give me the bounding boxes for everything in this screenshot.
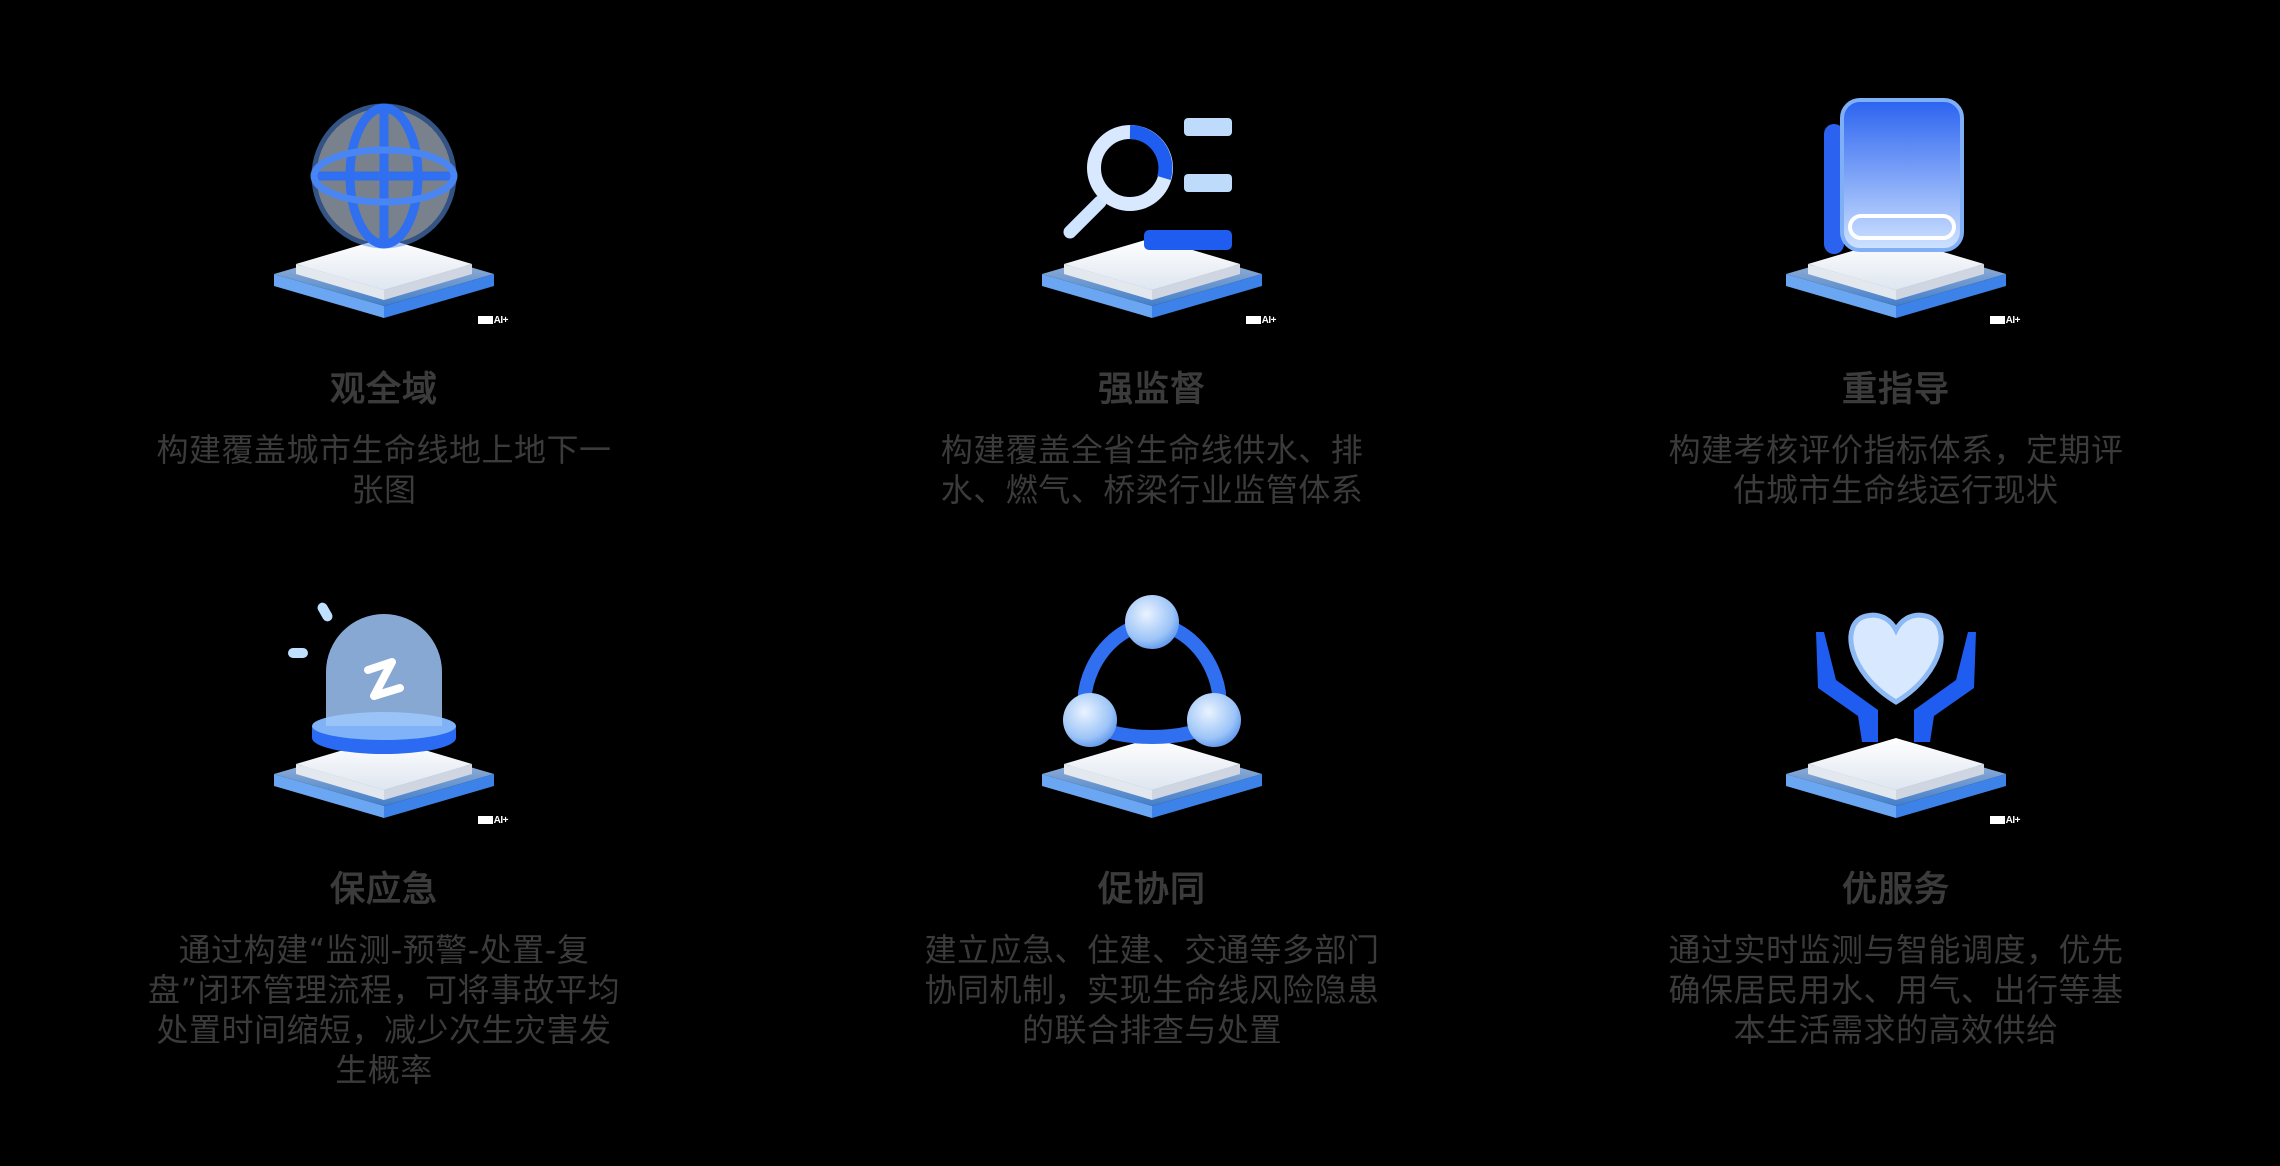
document-book-icon: AI+ xyxy=(1766,92,2026,332)
card-description: 通过实时监测与智能调度，优先确保居民用水、用气、出行等基本生活需求的高效供给 xyxy=(1668,931,2124,1049)
feature-card-emergency: AI+ 保应急 通过构建“监测-预警-处置-复盘”闭环管理流程，可将事故平均处置… xyxy=(104,592,664,1090)
hands-heart-icon: AI+ xyxy=(1766,592,2026,832)
alarm-beacon-icon: AI+ xyxy=(254,592,514,832)
watermark-label: AI+ xyxy=(1989,315,2021,326)
feature-card-collaboration: 促协同 建立应急、住建、交通等多部门协同机制，实现生命线风险隐患的联合排查与处置 xyxy=(872,592,1432,1050)
card-title: 优服务 xyxy=(1841,870,1950,910)
card-title: 强监督 xyxy=(1097,370,1206,410)
feature-card-overview: AI+ 观全域 构建覆盖城市生命线地上地下一张图 xyxy=(104,92,664,510)
watermark-label: AI+ xyxy=(1245,315,1277,326)
watermark-label: AI+ xyxy=(477,815,509,826)
card-description: 构建覆盖全省生命线供水、排水、燃气、桥梁行业监管体系 xyxy=(940,431,1364,509)
card-title: 保应急 xyxy=(329,870,438,910)
feature-card-guidance: AI+ 重指导 构建考核评价指标体系，定期评估城市生命线运行现状 xyxy=(1616,92,2176,510)
feature-card-supervision: AI+ 强监督 构建覆盖全省生命线供水、排水、燃气、桥梁行业监管体系 xyxy=(872,92,1432,510)
card-title: 观全域 xyxy=(329,370,438,410)
network-nodes-icon xyxy=(1022,592,1282,832)
card-description: 通过构建“监测-预警-处置-复盘”闭环管理流程，可将事故平均处置时间缩短，减少次… xyxy=(147,931,621,1089)
feature-card-service: AI+ 优服务 通过实时监测与智能调度，优先确保居民用水、用气、出行等基本生活需… xyxy=(1616,592,2176,1050)
magnifier-checklist-icon: AI+ xyxy=(1022,92,1282,332)
card-description: 构建考核评价指标体系，定期评估城市生命线运行现状 xyxy=(1668,431,2124,509)
watermark-label: AI+ xyxy=(1989,815,2021,826)
card-description: 建立应急、住建、交通等多部门协同机制，实现生命线风险隐患的联合排查与处置 xyxy=(924,931,1380,1049)
watermark-label: AI+ xyxy=(477,315,509,326)
card-description: 构建覆盖城市生命线地上地下一张图 xyxy=(156,431,612,509)
card-title: 重指导 xyxy=(1841,370,1950,410)
card-title: 促协同 xyxy=(1097,870,1206,910)
globe-icon: AI+ xyxy=(254,92,514,332)
